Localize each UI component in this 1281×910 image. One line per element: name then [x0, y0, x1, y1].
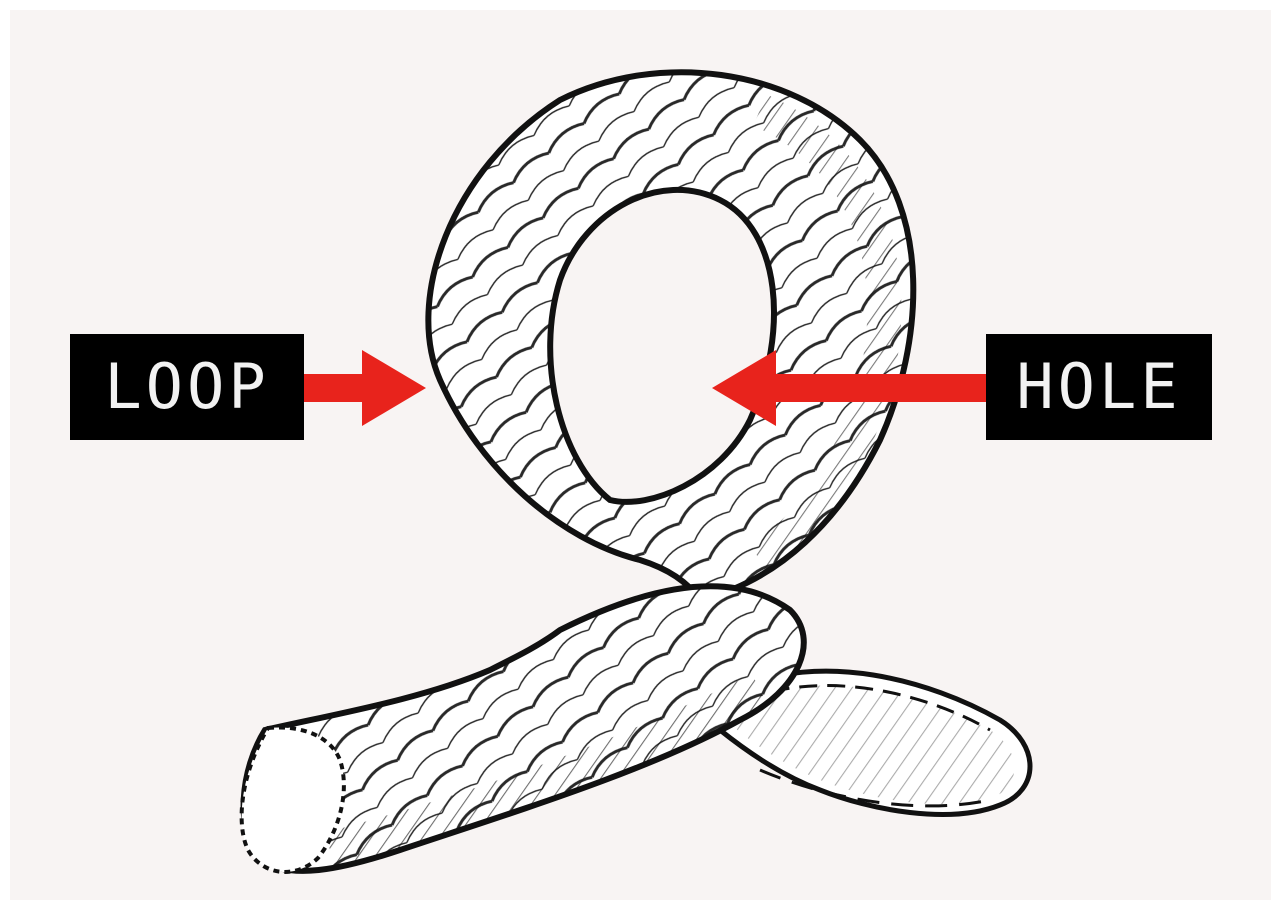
loop-label-text: LOOP — [104, 356, 269, 418]
hole-label: HOLE — [986, 334, 1212, 440]
hole-label-text: HOLE — [1016, 356, 1181, 418]
rope-loop-body — [428, 72, 913, 600]
loop-label: LOOP — [70, 334, 304, 440]
arrow-left-icon — [708, 346, 990, 430]
arrow-right-icon — [300, 346, 432, 430]
